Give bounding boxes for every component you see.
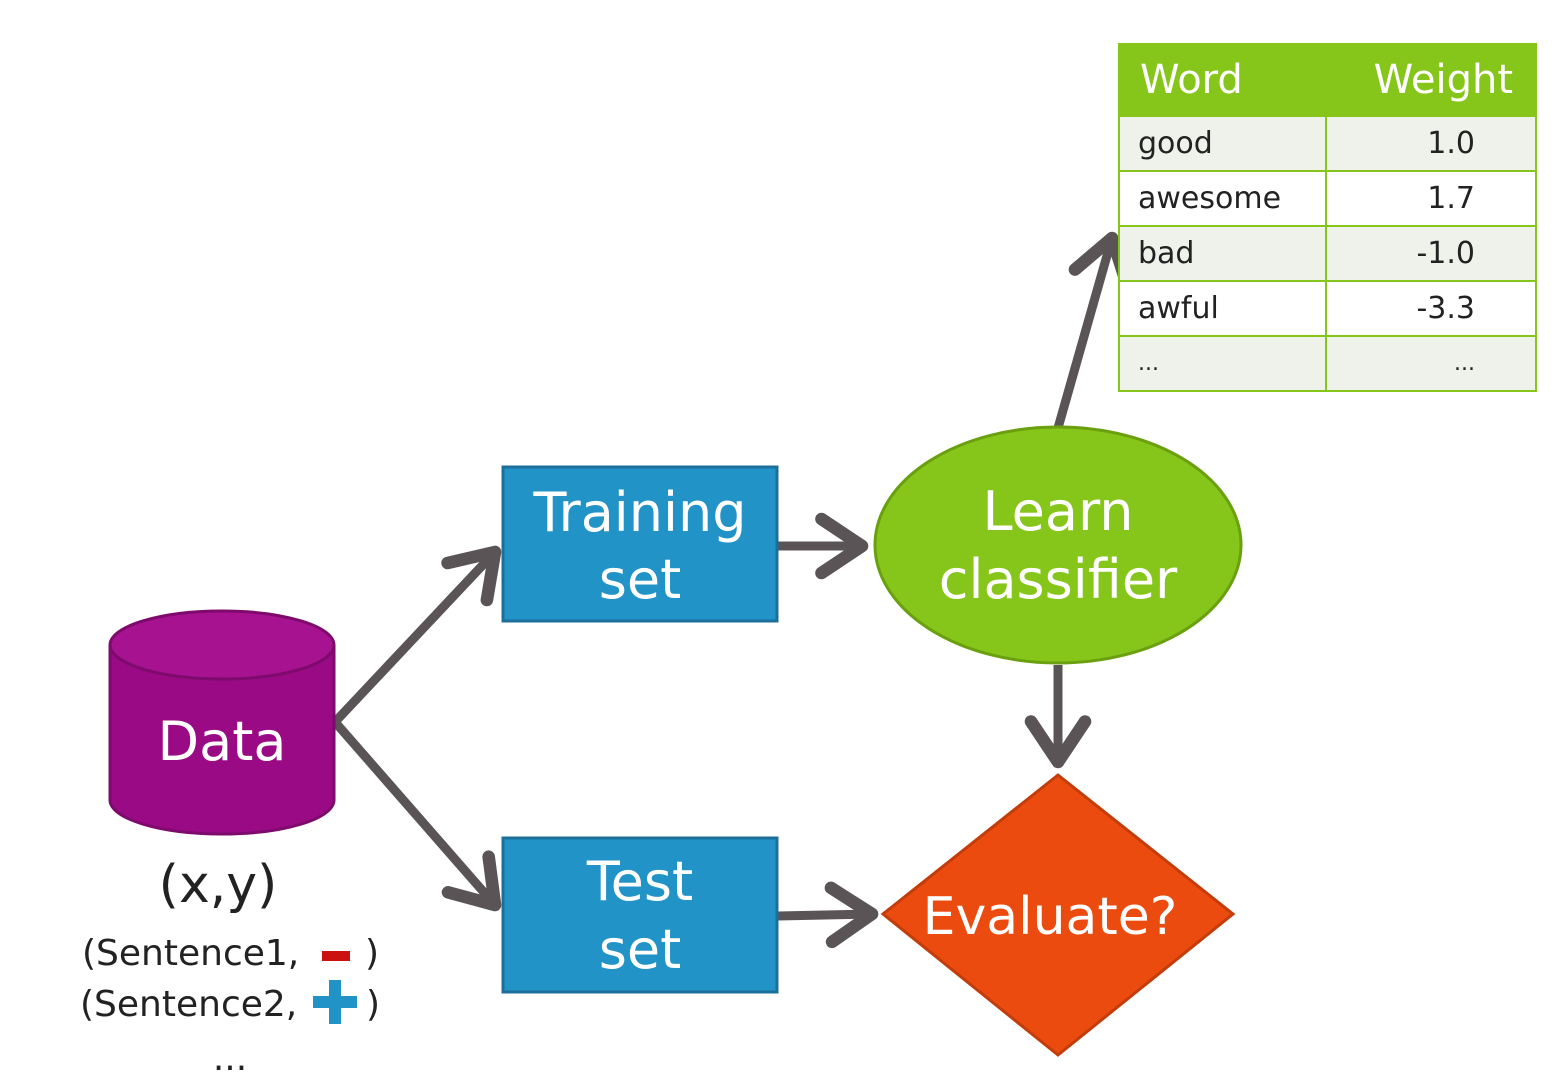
caption-ellipsis: ... (213, 1038, 247, 1079)
xy-label: (x,y) (159, 855, 278, 915)
sentence2-close-paren: ) (366, 984, 380, 1025)
learn-classifier-label-line1: Learn (983, 480, 1134, 543)
word-cell: awesome (1117, 170, 1328, 227)
weight-cell: -1.0 (1325, 225, 1537, 282)
arrow-data-to-training (331, 545, 502, 726)
table-header-row: Word Weight (1117, 43, 1537, 117)
arrow-learn-to-table (1053, 231, 1134, 430)
weight-cell: 1.0 (1325, 115, 1537, 172)
training-set-label-line2: set (599, 548, 682, 611)
test-set-label-line2: set (599, 918, 682, 981)
weight-cell: -3.3 (1325, 280, 1537, 337)
training-set-label-line1: Training (532, 481, 746, 544)
data-cylinder: Data (108, 609, 336, 836)
test-set-label-line1: Test (586, 850, 693, 913)
learn-classifier-label-line2: classifier (939, 548, 1178, 611)
word-cell: awful (1117, 280, 1328, 337)
header-word: Word (1117, 43, 1328, 117)
sentence1-close-paren: ) (365, 933, 379, 974)
weight-cell: 1.7 (1325, 170, 1537, 227)
data-caption: (x,y) (Sentence1, ) (Sentence2, ) ... (80, 855, 380, 1079)
word-cell: ... (1117, 335, 1328, 392)
word-cell: bad (1117, 225, 1328, 282)
table-row: awful -3.3 (1117, 280, 1537, 337)
header-weight: Weight (1325, 43, 1537, 117)
learn-classifier-node: Learn classifier (873, 425, 1243, 665)
training-set-box: Training set (501, 465, 779, 623)
data-label: Data (158, 710, 287, 773)
evaluate-label: Evaluate? (923, 887, 1178, 947)
sentence2-label: (Sentence2, (80, 984, 297, 1025)
sentence1-label: (Sentence1, (82, 933, 299, 974)
arrow-data-to-test (331, 719, 502, 912)
word-weight-table: Word Weight good 1.0 awesome 1.7 bad -1.… (1117, 43, 1537, 392)
table-row: ... ... (1117, 335, 1537, 392)
plus-icon (313, 980, 357, 1024)
table-row: awesome 1.7 (1117, 170, 1537, 227)
evaluate-node: Evaluate? (880, 773, 1236, 1057)
table-row: good 1.0 (1117, 115, 1537, 172)
word-cell: good (1117, 115, 1328, 172)
table-row: bad -1.0 (1117, 225, 1537, 282)
weight-cell: ... (1325, 335, 1537, 392)
test-set-box: Test set (501, 836, 779, 994)
minus-icon (322, 951, 350, 961)
arrow-test-to-evaluate (777, 881, 879, 949)
